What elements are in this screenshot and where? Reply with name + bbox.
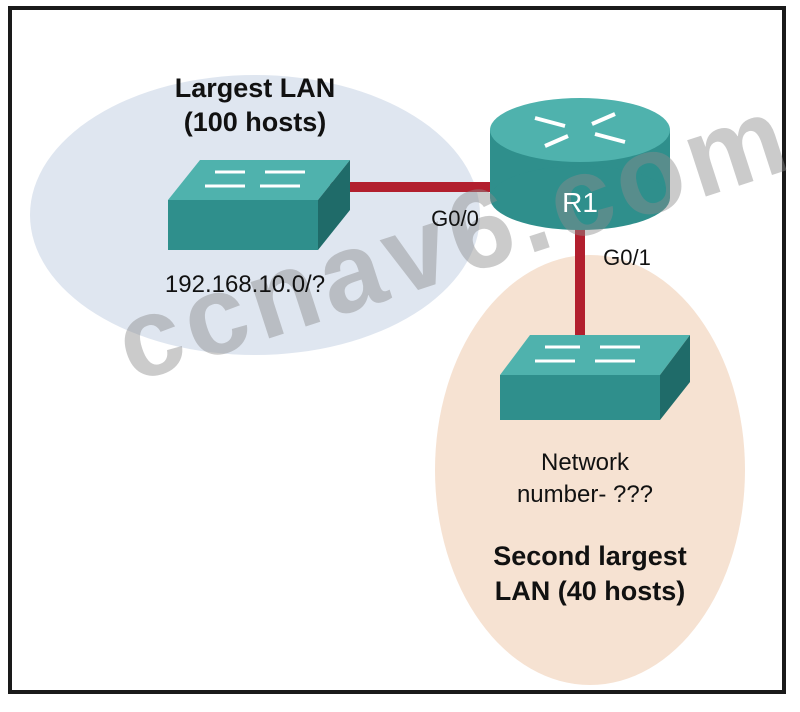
port-g0-0-label: G0/0 <box>431 206 479 231</box>
lan1-network-address: 192.168.10.0/? <box>164 271 326 298</box>
switch-icon <box>500 335 690 420</box>
switch-icon <box>168 160 350 250</box>
port-g0-1-label: G0/1 <box>603 245 651 270</box>
router-name: R1 <box>562 187 598 218</box>
lan2-network-line2: number- ??? <box>516 481 654 508</box>
lan2-title-line2: LAN (40 hosts) <box>494 576 686 606</box>
lan1-title-line2: (100 hosts) <box>183 107 327 137</box>
lan2-network-line1: Network <box>540 449 630 476</box>
lan2-title-line1: Second largest <box>493 541 687 571</box>
router-icon <box>490 98 670 230</box>
lan1-title-line1: Largest LAN <box>174 73 336 103</box>
